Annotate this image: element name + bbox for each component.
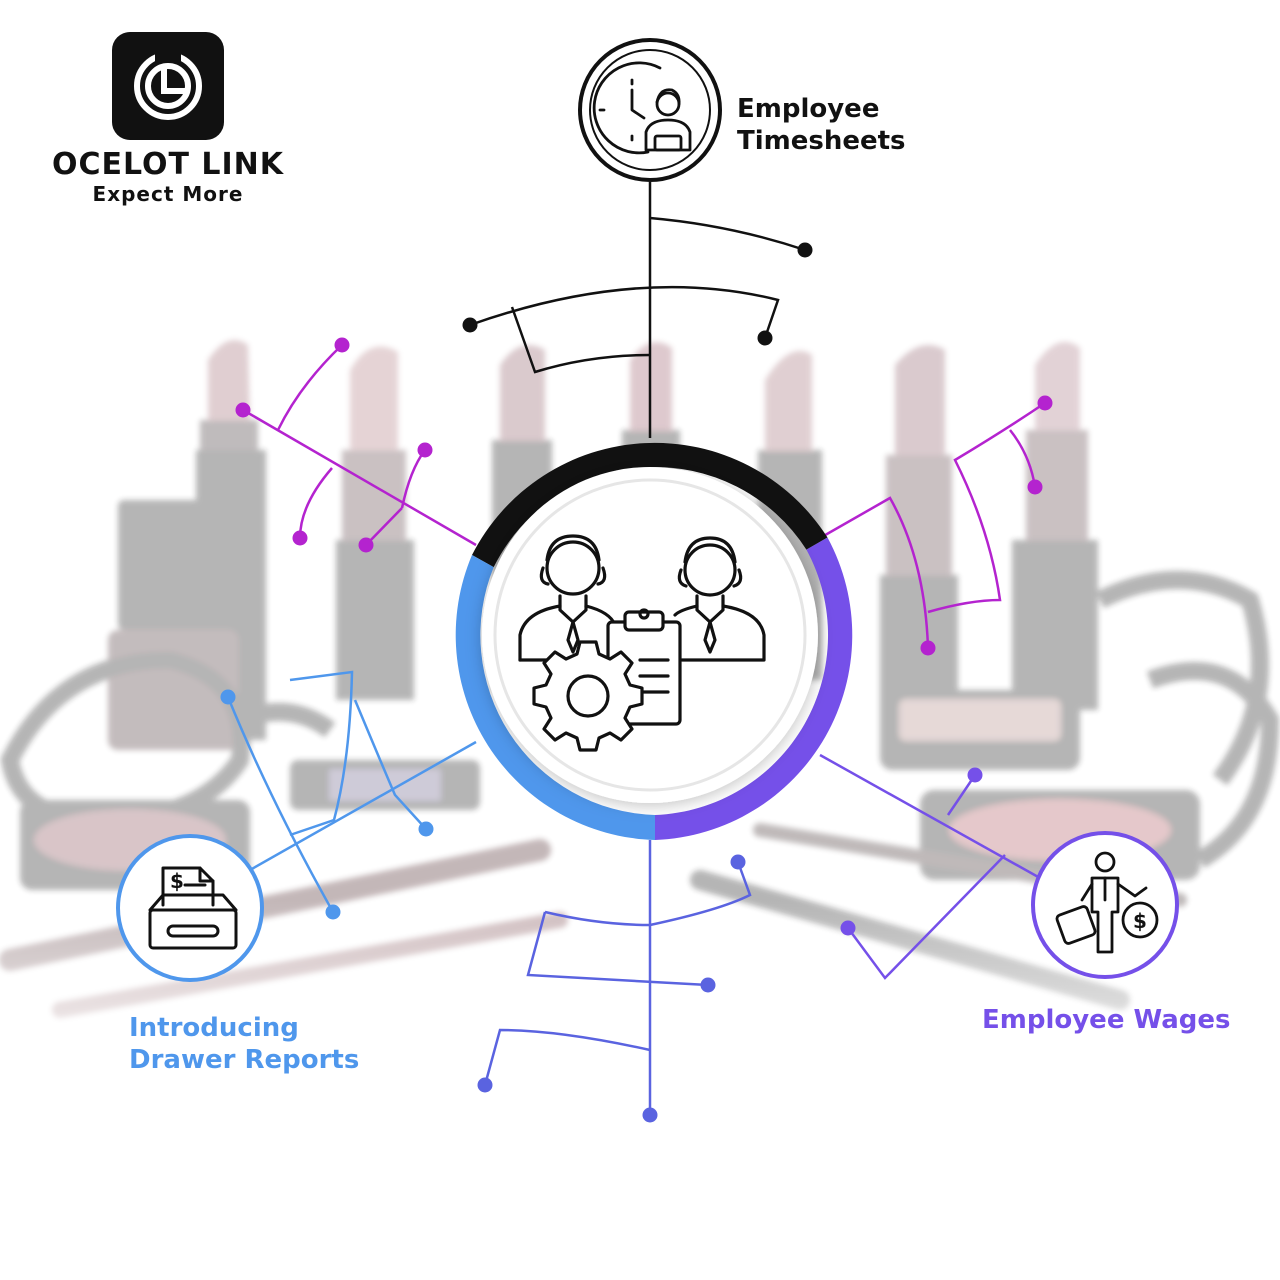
- connector-drawer-dots: [220, 689, 434, 920]
- businessman-money-icon: [1055, 851, 1159, 954]
- lipstick-6: [880, 345, 958, 715]
- wages-label: Employee Wages: [982, 1005, 1231, 1035]
- background-fade-top: [0, 230, 1280, 340]
- drawer-label-line2: Drawer Reports: [129, 1045, 359, 1075]
- clock-employee-icon: [592, 61, 692, 155]
- drawer-label-line1: Introducing: [129, 1013, 299, 1043]
- eyeshadow-palette: [290, 760, 480, 810]
- employee-wages-node[interactable]: [1031, 831, 1179, 979]
- connector-magenta-left: [242, 344, 477, 547]
- cash-drawer-report-icon: [148, 866, 238, 950]
- dollar-sign-glyph: $: [170, 869, 184, 893]
- polish-bottle: [108, 500, 238, 750]
- connector-bottom-dots: [477, 854, 746, 1123]
- timesheets-label-line1: Employee: [737, 94, 879, 124]
- connector-bottom: [483, 840, 752, 1115]
- clock-l-logo-icon: [112, 32, 224, 140]
- wages-dollar-glyph: $: [1133, 909, 1147, 933]
- connector-drawer: [226, 670, 477, 913]
- connector-timesheets: [469, 182, 806, 438]
- connector-wages-dots: [840, 767, 983, 936]
- lipstick-7: [1012, 341, 1098, 710]
- team-management-gear-icon: [518, 534, 766, 752]
- brand-tagline: Expect More: [92, 182, 244, 206]
- connector-magenta-left-dots: [235, 337, 433, 553]
- timesheets-label-line2: Timesheets: [737, 126, 906, 156]
- glasses-right: [1095, 571, 1280, 868]
- connector-timesheets-dots: [462, 242, 813, 346]
- drawer-reports-node[interactable]: [116, 834, 264, 982]
- connector-magenta-right-dots: [920, 395, 1053, 656]
- ocelot-link-logo[interactable]: OCELOT LINK Expect More: [50, 32, 286, 206]
- brand-name: OCELOT LINK: [51, 147, 285, 182]
- lipstick-2: [336, 346, 414, 700]
